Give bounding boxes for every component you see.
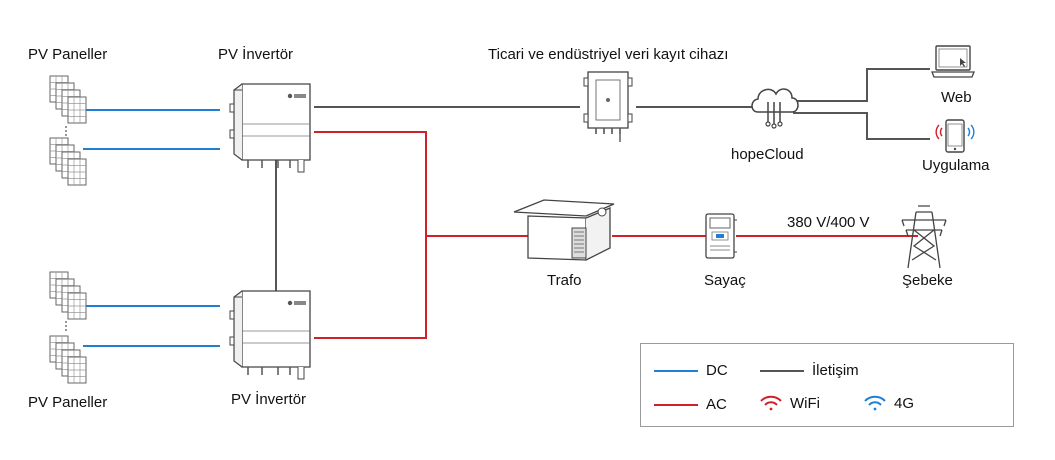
label-meter: Sayaç — [704, 272, 746, 289]
label-web: Web — [941, 89, 972, 106]
solar-panel-icon — [49, 335, 87, 384]
ac-line-top-inverter — [314, 131, 427, 236]
ac-lines — [314, 131, 918, 339]
inverter-icon — [229, 83, 311, 173]
ac-line-bottom-inverter — [314, 236, 427, 339]
wifi-icon — [935, 124, 943, 140]
label-app: Uygulama — [922, 157, 990, 174]
4g-icon — [967, 124, 975, 140]
label-transformer: Trafo — [547, 272, 582, 289]
solar-panel-icon — [49, 271, 87, 320]
label-inverter-top: PV İnvertör — [218, 46, 294, 63]
legend-4g-label: 4G — [894, 395, 915, 412]
comm-line-cloud-app — [793, 112, 930, 140]
legend-comm-label: İletişim — [812, 362, 859, 379]
ellipsis-dots — [65, 126, 67, 136]
label-inverter-bottom: PV İnvertör — [231, 391, 307, 408]
legend-dc-label: DC — [706, 362, 728, 379]
legend-wifi-icon — [760, 395, 782, 411]
transmission-tower-icon — [901, 205, 947, 269]
legend-ac-label: AC — [706, 396, 727, 413]
label-grid: Şebeke — [902, 272, 953, 289]
dc-lines — [83, 109, 220, 347]
legend-wifi-label: WiFi — [790, 395, 820, 412]
cloud-icon — [751, 88, 799, 129]
datalogger-icon — [583, 71, 633, 142]
solar-panel-icon — [49, 137, 87, 186]
label-pv-panels-bottom: PV Paneller — [28, 394, 108, 411]
legend-4g-icon — [864, 395, 886, 411]
laptop-icon — [931, 45, 975, 78]
label-datalogger: Ticari ve endüstriyel veri kayıt cihazı — [488, 46, 729, 63]
ellipsis-dots — [65, 321, 67, 331]
solar-panel-icon — [49, 75, 87, 124]
smartphone-icon — [935, 119, 975, 153]
label-cloud: hopeCloud — [731, 146, 804, 163]
comm-line-cloud-web — [793, 68, 930, 102]
comm-lines — [275, 68, 930, 292]
label-voltage: 380 V/400 V — [787, 214, 870, 231]
inverter-icon — [229, 290, 311, 380]
legend — [640, 343, 1014, 427]
transformer-icon — [513, 199, 615, 261]
meter-icon — [705, 213, 737, 259]
label-pv-panels-top: PV Paneller — [28, 46, 108, 63]
